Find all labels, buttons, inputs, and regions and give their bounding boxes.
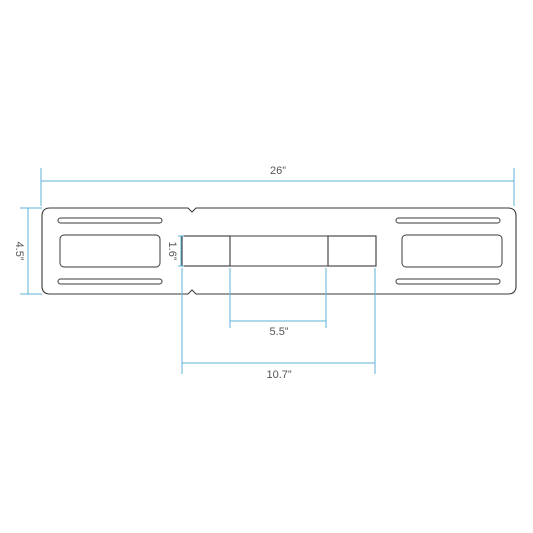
plate-outline xyxy=(41,207,517,295)
left-top-slot xyxy=(57,217,163,224)
left-bottom-slot xyxy=(57,278,163,285)
overall-length-dimension: 26” xyxy=(40,165,515,206)
right-window xyxy=(401,234,503,268)
left-window xyxy=(59,234,161,268)
inner-spacing-label: 5.5” xyxy=(270,326,289,338)
outer-spacing-dimension: 10.7” xyxy=(181,268,376,381)
right-top-slot xyxy=(395,217,501,224)
overall-height-dimension: 4.5” xyxy=(13,207,42,295)
right-bottom-slot xyxy=(395,278,501,285)
pad-height-dimension: 1.6” xyxy=(166,235,184,267)
overall-length-label: 26” xyxy=(270,165,286,177)
center-right-pad xyxy=(327,235,377,267)
overall-height-label: 4.5” xyxy=(13,242,25,261)
center-left-pad xyxy=(181,235,231,267)
inner-spacing-dimension: 5.5” xyxy=(229,268,327,338)
pad-height-label: 1.6” xyxy=(166,242,178,261)
outer-spacing-label: 10.7” xyxy=(266,369,291,381)
